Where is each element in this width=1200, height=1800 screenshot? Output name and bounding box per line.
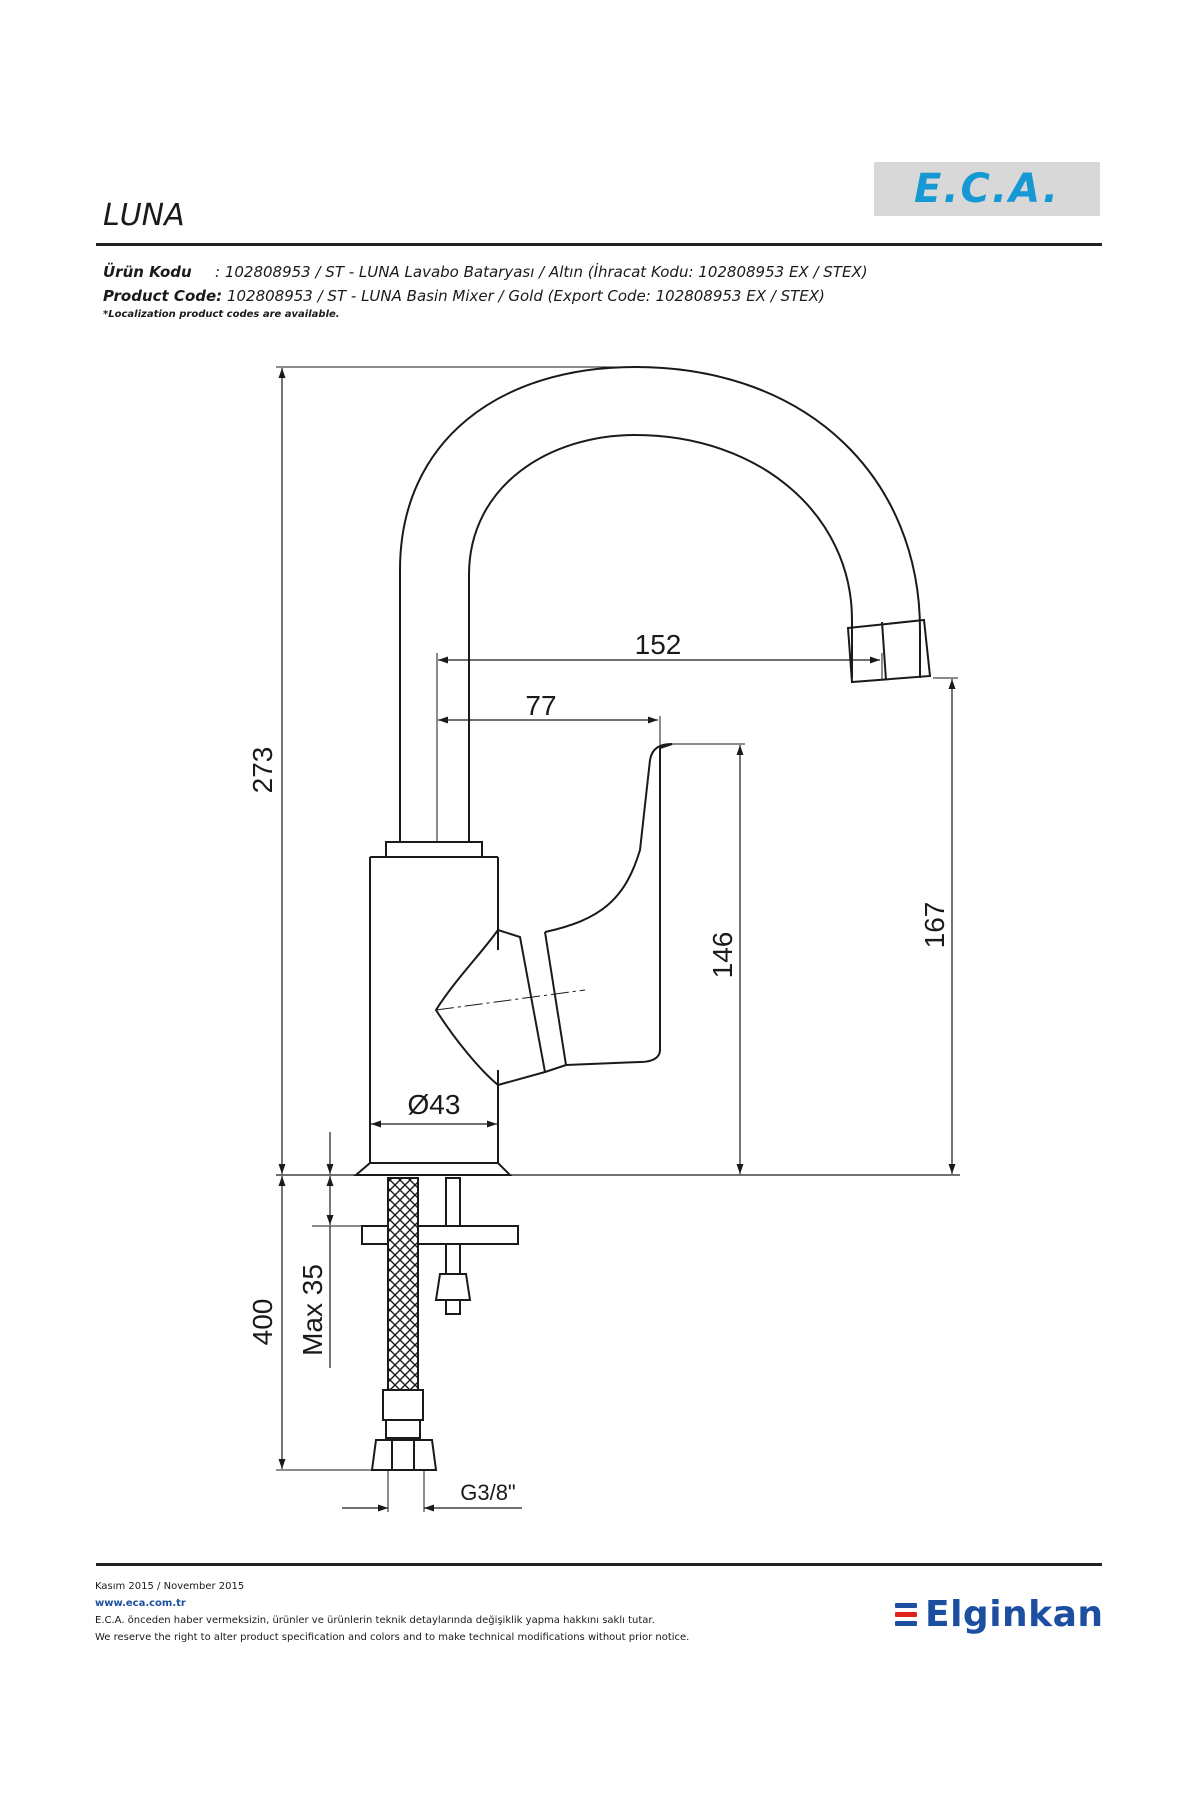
header-divider: [96, 243, 1102, 246]
dim-43-label: Ø43: [408, 1089, 461, 1120]
dim-400-label: 400: [247, 1299, 278, 1346]
code-tr-label: Ürün Kodu: [103, 263, 192, 281]
mark-bar-3: [895, 1621, 917, 1626]
dim-273-label: 273: [247, 747, 278, 794]
body-collar: [385, 841, 483, 858]
mounting-plate: [361, 1225, 519, 1245]
footer-disclaimer-tr: E.C.A. önceden haber vermeksizin, ürünle…: [95, 1615, 655, 1626]
aerator: [846, 618, 932, 684]
dim-146-label: 146: [707, 932, 738, 979]
handle: [544, 743, 673, 1073]
lever-cone: [434, 929, 499, 1086]
dim-152-label: 152: [635, 629, 682, 660]
dim-35-label: Max 35: [297, 1264, 328, 1356]
code-tr-value: : 102808953 / ST - LUNA Lavabo Bataryası…: [215, 263, 868, 281]
base-flange: [353, 1162, 513, 1176]
eca-logo-text: E.C.A.: [914, 166, 1060, 212]
localization-note: *Localization product codes are availabl…: [103, 309, 340, 320]
elginkan-name: Elginkan: [925, 1594, 1104, 1635]
product-codes: Ürün Kodu : 102808953 / ST - LUNA Lavabo …: [103, 260, 868, 322]
threaded-rod: [445, 1177, 461, 1227]
braided-hose: [387, 1177, 419, 1391]
footer-website[interactable]: www.eca.com.tr: [95, 1598, 186, 1609]
code-line-tr: Ürün Kodu : 102808953 / ST - LUNA Lavabo …: [103, 260, 868, 284]
spout-inner: [468, 433, 853, 842]
footer-divider: [96, 1563, 1102, 1566]
dim-77-label: 77: [525, 690, 556, 721]
code-en-label: Product Code:: [103, 287, 223, 305]
dim-g38-label: G3/8": [460, 1480, 516, 1505]
mark-bar-1: [895, 1603, 917, 1608]
dim-167-label: 167: [919, 902, 950, 949]
footer: Kasım 2015 / November 2015 www.eca.com.t…: [95, 1578, 689, 1646]
eca-logo: E.C.A.: [874, 162, 1100, 216]
mark-bar-2: [895, 1612, 917, 1617]
product-title: LUNA: [103, 198, 185, 233]
elginkan-logo: Elginkan: [895, 1594, 1104, 1635]
elginkan-mark-icon: [895, 1603, 917, 1626]
hose-nut: [370, 1439, 438, 1471]
code-line-en: Product Code: 102808953 / ST - LUNA Basi…: [103, 284, 868, 308]
footer-disclaimer-en: We reserve the right to alter product sp…: [95, 1632, 690, 1643]
code-en-value: 102808953 / ST - LUNA Basin Mixer / Gold…: [226, 287, 825, 305]
footer-date: Kasım 2015 / November 2015: [95, 1581, 245, 1592]
